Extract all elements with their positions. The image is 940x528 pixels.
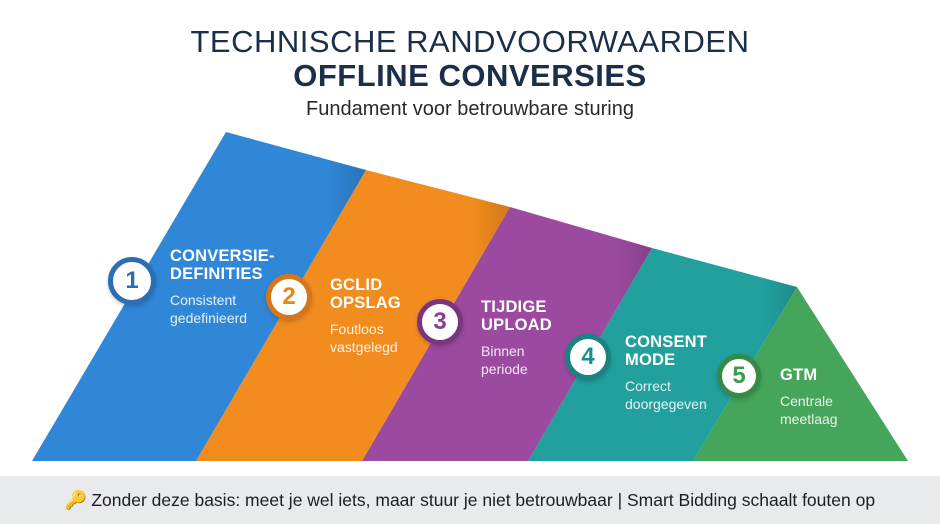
key-icon: 🔑 (64, 489, 88, 510)
step-4-title: CONSENT MODE (625, 333, 708, 369)
step-1-badge: 1 (108, 257, 156, 305)
step-1-description: Consistent gedefinieerd (170, 292, 248, 326)
step-4-description: Correct doorgegeven (625, 378, 707, 412)
title-line-1: TECHNISCHE RANDVOORWAARDEN (190, 24, 750, 59)
footer-note: 🔑 Zonder deze basis: meet je wel iets, m… (0, 476, 940, 524)
subtitle: Fundament voor betrouwbare sturing (306, 98, 634, 120)
step-5-title: GTM (780, 366, 818, 384)
step-4-number: 4 (581, 343, 595, 370)
step-4-badge: 4 (565, 334, 611, 380)
step-3-text: TIJDIGE UPLOAD Binnen periode (481, 298, 552, 378)
step-1-number: 1 (125, 267, 139, 294)
step-1-text: CONVERSIE- DEFINITIES Consistent gedefin… (170, 247, 275, 327)
step-5-description: Centrale meetlaag (780, 393, 838, 427)
step-2-number: 2 (282, 283, 296, 310)
step-5-text: GTM Centrale meetlaag (780, 366, 838, 428)
step-1-title: CONVERSIE- DEFINITIES (170, 247, 275, 283)
step-4-text: CONSENT MODE Correct doorgegeven (625, 333, 707, 413)
step-3-number: 3 (433, 308, 447, 335)
segment-gtm (693, 287, 908, 461)
step-3-title: TIJDIGE UPLOAD (481, 298, 552, 334)
step-5-number: 5 (732, 362, 746, 389)
title-line-2: OFFLINE CONVERSIES (293, 58, 647, 93)
footer-text: Zonder deze basis: meet je wel iets, maa… (91, 489, 876, 510)
step-5-badge: 5 (717, 354, 761, 398)
step-2-badge: 2 (266, 274, 312, 320)
step-2-description: Foutloos vastgelegd (330, 321, 398, 355)
step-2-title: GCLID OPSLAG (330, 276, 401, 312)
step-3-badge: 3 (417, 299, 463, 345)
step-3-description: Binnen periode (481, 343, 528, 377)
step-2-text: GCLID OPSLAG Foutloos vastgelegd (330, 276, 401, 356)
